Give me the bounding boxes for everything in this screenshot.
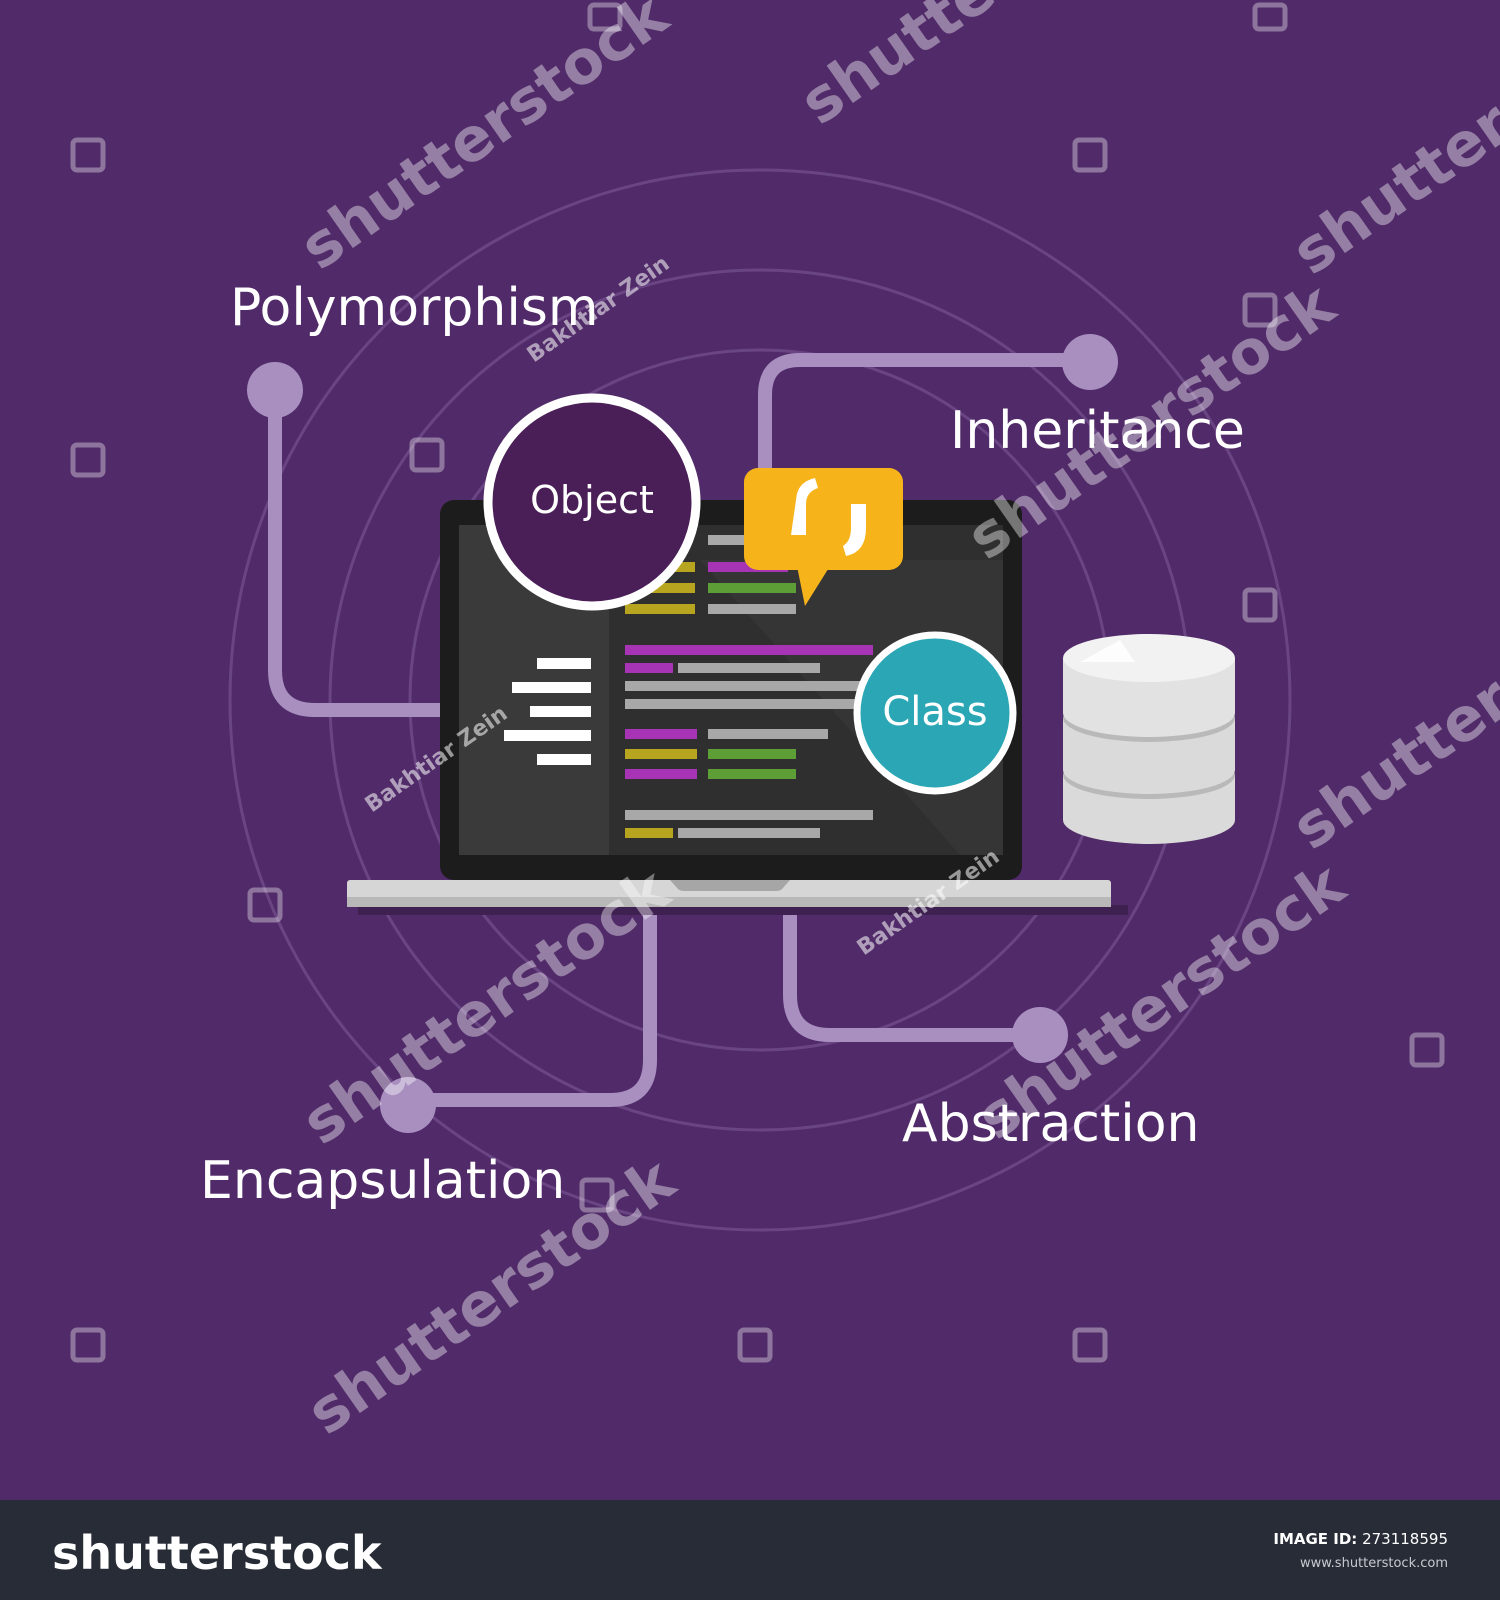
footer-brand-logo: shutterstock — [52, 1526, 382, 1580]
encapsulation-connector — [403, 898, 657, 1107]
quote-bubble — [744, 468, 903, 606]
quote-icon — [791, 478, 866, 556]
watermark-marks — [70, 2, 1445, 1363]
polymorphism-connector — [268, 383, 452, 717]
encapsulation-label: Encapsulation — [200, 1151, 566, 1211]
footer-bar: shutterstock IMAGE ID: 273118595 www.shu… — [0, 1500, 1500, 1600]
inheritance-label: Inheritance — [950, 401, 1245, 461]
polymorphism-label: Polymorphism — [230, 278, 599, 338]
hamburger-menu-icon — [504, 658, 591, 765]
oop-diagram — [70, 2, 1445, 1363]
footer-url: www.shutterstock.com — [1299, 1556, 1448, 1571]
image-id-label: IMAGE ID: — [1273, 1530, 1358, 1548]
object-bubble — [483, 393, 701, 611]
database-icon — [1063, 634, 1235, 844]
image-id: IMAGE ID: 273118595 — [1273, 1530, 1448, 1548]
laptop-notch — [670, 880, 790, 891]
polymorphism-node — [247, 362, 303, 418]
class-bubble — [853, 631, 1017, 795]
laptop-base-shadow — [358, 905, 1128, 915]
abstraction-connector — [783, 898, 1047, 1042]
inheritance-node — [1062, 334, 1118, 390]
class-label: Class — [882, 689, 988, 735]
encapsulation-node — [380, 1077, 436, 1133]
code-lines — [625, 535, 873, 838]
object-label: Object — [530, 478, 654, 522]
connectors — [268, 353, 1097, 1107]
inheritance-connector — [758, 353, 1097, 477]
abstraction-label: Abstraction — [902, 1094, 1200, 1154]
image-id-value: 273118595 — [1362, 1530, 1448, 1548]
abstraction-node — [1012, 1007, 1068, 1063]
